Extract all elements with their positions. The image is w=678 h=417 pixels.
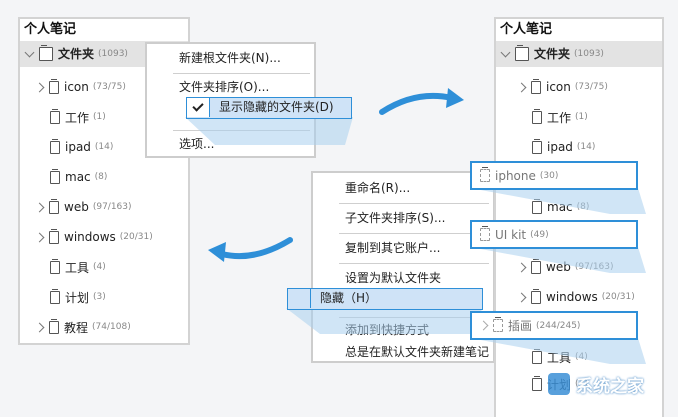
show-hidden-label: 显示隐藏的文件夹(D): [219, 100, 334, 114]
hidden-folder-iphone[interactable]: iphone (30): [470, 161, 638, 190]
callout-shadow: [286, 308, 482, 334]
hidden-folder-icon: [480, 226, 490, 241]
folder-icon: [532, 375, 542, 391]
chevron-right-icon[interactable]: [516, 82, 527, 92]
folder-item-mac[interactable]: mac(8): [50, 166, 107, 188]
left-panel-title: 个人笔记: [24, 22, 77, 37]
root-folder-label: 文件夹: [534, 47, 571, 61]
callout-shadow: [185, 117, 353, 145]
notebook-icon: [515, 45, 529, 61]
folder-item-windows[interactable]: windows(20/31): [34, 226, 153, 248]
folder-item-windows[interactable]: windows(20/31): [516, 286, 635, 308]
callout-shadow: [470, 338, 646, 364]
root-folder-count: (1093): [574, 49, 604, 59]
folder-item-work[interactable]: 工作(1): [532, 106, 588, 128]
menu-item-set-default[interactable]: 设置为默认文件夹: [345, 271, 442, 285]
menu-separator: [173, 73, 310, 74]
folder-icon: [50, 258, 60, 274]
folder-icon: [49, 228, 59, 244]
folder-icon: [532, 108, 542, 124]
folder-item-work[interactable]: 工作(1): [50, 106, 106, 128]
folder-icon: [49, 198, 59, 214]
notebook-icon: [39, 45, 53, 61]
folder-item-icon[interactable]: icon(73/75): [34, 76, 126, 98]
hidden-folder-illustration[interactable]: 插画 (244/245): [470, 311, 638, 340]
checkbox[interactable]: [187, 98, 210, 117]
hidden-folder-ui-kit[interactable]: UI kit (49): [470, 220, 638, 249]
hide-marker: [288, 289, 311, 308]
folder-icon: [531, 288, 541, 304]
menu-item-show-hidden-folders[interactable]: 显示隐藏的文件夹(D): [186, 97, 352, 119]
chevron-right-icon[interactable]: [34, 322, 45, 332]
chevron-right-icon[interactable]: [34, 202, 45, 212]
folder-item-plan[interactable]: 计划(3): [50, 286, 106, 308]
menu-item-hide[interactable]: 隐藏（H）: [287, 288, 483, 310]
folder-item-tutorial[interactable]: 教程(74/108): [34, 316, 131, 338]
folder-icon: [50, 138, 60, 154]
menu-item-sort-subfolders[interactable]: 子文件夹排序(S)...: [345, 211, 446, 225]
menu-item-copy-to-account[interactable]: 复制到其它账户...: [345, 241, 441, 255]
checkmark-icon: [192, 100, 204, 112]
hidden-folder-icon: [493, 317, 503, 332]
menu-separator: [339, 233, 489, 234]
folder-icon: [50, 168, 60, 184]
menu-item-always-new-note[interactable]: 总是在默认文件夹新建笔记: [345, 345, 490, 359]
folder-icon: [49, 78, 59, 94]
folder-icon: [532, 138, 542, 154]
right-root-folder[interactable]: 文件夹 (1093): [496, 41, 662, 67]
chevron-right-icon[interactable]: [34, 82, 45, 92]
hide-label: 隐藏（H）: [320, 291, 378, 305]
menu-separator: [339, 203, 489, 204]
folder-item-web[interactable]: web(97/163): [34, 196, 132, 218]
hidden-folder-icon: [480, 167, 490, 182]
arrow-left-icon: [208, 237, 293, 262]
folder-icon: [49, 318, 59, 334]
chevron-down-icon[interactable]: [24, 47, 35, 58]
callout-shadow: [470, 247, 646, 273]
folder-item-ipad[interactable]: ipad(14): [532, 136, 595, 158]
menu-item-rename[interactable]: 重命名(R)...: [345, 181, 411, 195]
watermark-logo: 系统之家: [548, 366, 674, 402]
root-folder-label: 文件夹: [58, 47, 95, 61]
folder-item-icon[interactable]: icon(73/75): [516, 76, 608, 98]
chevron-right-icon[interactable]: [34, 232, 45, 242]
menu-item-options[interactable]: 选项...: [179, 137, 215, 151]
menu-item-new-root-folder[interactable]: 新建根文件夹(N)...: [179, 51, 281, 65]
arrow-right-icon: [379, 88, 464, 115]
folder-item-tools[interactable]: 工具(4): [50, 256, 106, 278]
right-panel-title: 个人笔记: [500, 22, 553, 37]
callout-shadow: [470, 188, 646, 214]
chevron-right-icon[interactable]: [516, 292, 527, 302]
house-logo-icon: [548, 373, 570, 395]
folder-icon: [50, 288, 60, 304]
folder-icon: [531, 78, 541, 94]
chevron-down-icon[interactable]: [500, 47, 511, 58]
folder-item-ipad[interactable]: ipad(14): [50, 136, 113, 158]
root-folder-count: (1093): [98, 49, 128, 59]
chevron-right-icon[interactable]: [478, 320, 489, 331]
menu-item-sort-folders[interactable]: 文件夹排序(O)...: [179, 80, 270, 94]
folder-icon: [50, 108, 60, 124]
menu-separator: [339, 263, 489, 264]
watermark-text: 系统之家: [576, 376, 644, 397]
